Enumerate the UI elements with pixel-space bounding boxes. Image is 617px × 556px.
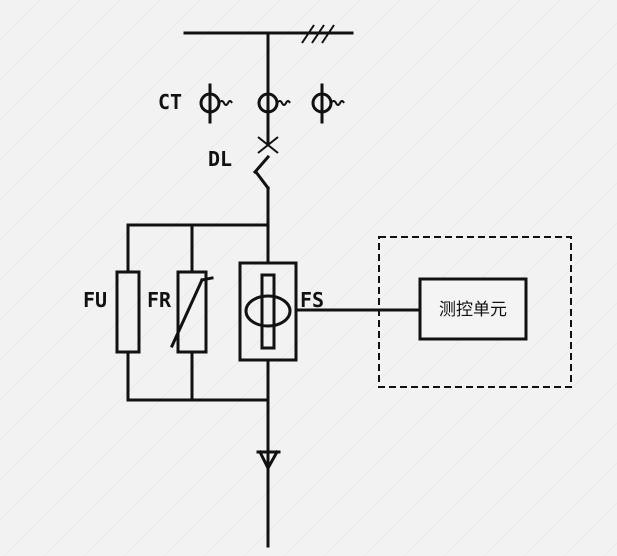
ground-arrow-icon <box>256 449 281 472</box>
fr-label: FR <box>147 288 172 312</box>
fu-label: FU <box>83 288 107 312</box>
control-enclosure-dashed <box>378 236 572 388</box>
current-transformer-icon <box>199 83 233 124</box>
fs-label: FS <box>300 288 324 312</box>
control-unit-label: 测控单元 <box>439 300 507 320</box>
current-transformer-icon <box>311 83 345 124</box>
current-transformer-icon <box>257 92 291 114</box>
breaker-icon <box>252 136 279 191</box>
control-unit-box <box>418 277 528 341</box>
three-phase-hatch-icon <box>301 24 335 44</box>
ct-label: CT <box>158 90 182 114</box>
dl-label: DL <box>208 147 232 171</box>
